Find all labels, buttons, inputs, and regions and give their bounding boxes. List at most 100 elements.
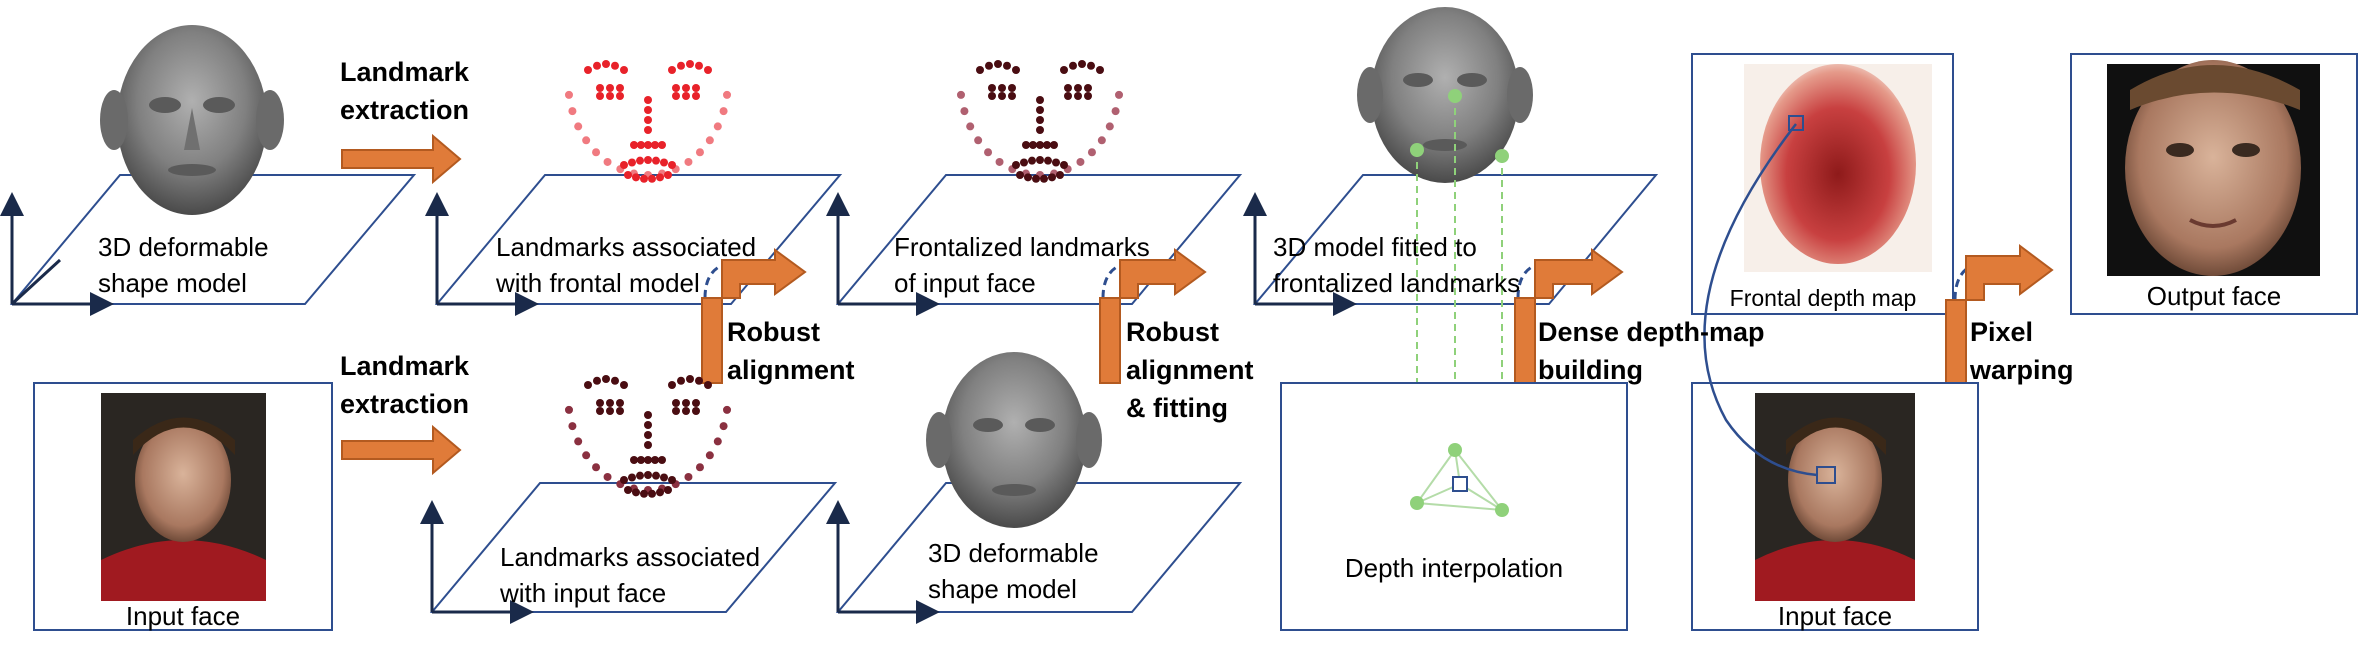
landmark-point (668, 381, 676, 389)
landmark-point (584, 66, 592, 74)
label-dense-depth-map: Dense depth-map building (1538, 313, 1765, 389)
landmark-point (1064, 84, 1072, 92)
landmark-point (644, 411, 652, 419)
landmark-point (682, 92, 690, 100)
landmark-point (596, 407, 604, 415)
plane (835, 482, 1243, 613)
input-landmarks-icon (564, 375, 732, 498)
landmark-point (1029, 141, 1037, 149)
head-mesh-icon (926, 352, 1102, 528)
label-line: 3D deformable (928, 538, 1099, 568)
label-line: Landmark (340, 57, 470, 87)
landmark-point (1032, 174, 1040, 183)
landmark-point (1084, 92, 1092, 100)
landmark-point (602, 60, 610, 68)
depth-projection-lines (1407, 96, 1512, 510)
label-line: frontalized landmarks (1273, 268, 1521, 298)
landmark-point (644, 156, 652, 164)
landmark-point (593, 376, 601, 385)
landmark-point (644, 441, 652, 449)
landmark-point (1008, 92, 1016, 100)
label-line: Landmark (340, 351, 470, 381)
landmark-point (1043, 141, 1051, 149)
landmark-point (644, 141, 652, 149)
landmark-point (1048, 173, 1056, 182)
label-model-fitted: 3D model fitted to frontalized landmarks (1273, 229, 1520, 301)
landmark-point (1060, 66, 1068, 74)
landmark-point (695, 61, 703, 70)
landmark-point (1008, 84, 1016, 92)
stage-model-fitted (1243, 7, 1659, 510)
landmark-point (644, 431, 652, 439)
landmark-point (1096, 66, 1104, 74)
landmark-point (574, 122, 583, 131)
landmark-point (677, 61, 685, 70)
landmark-point (658, 141, 666, 149)
landmark-point (596, 399, 604, 407)
landmark-point (1036, 141, 1044, 149)
landmark-point (1105, 122, 1114, 131)
landmark-point (664, 171, 672, 179)
landmark-point (603, 157, 612, 166)
label-line: Landmarks associated (500, 542, 761, 572)
pixel-correspondence-line (1703, 123, 1818, 477)
landmark-point (1052, 158, 1060, 167)
label-line: with frontal model (496, 268, 700, 298)
head-mesh-icon (100, 25, 284, 215)
landmark-point (1012, 161, 1020, 169)
label-line: & fitting (1126, 393, 1228, 423)
landmark-point (672, 407, 680, 415)
interpolated-pixel-marker (1452, 476, 1468, 492)
landmark-point (640, 174, 648, 183)
landmark-point (668, 161, 676, 169)
label-line: 3D model fitted to (1273, 232, 1477, 262)
landmark-point (632, 173, 640, 182)
landmark-point (686, 375, 694, 383)
landmark-point (705, 451, 714, 460)
plane (429, 482, 838, 613)
landmark-point (616, 92, 624, 100)
landmark-point (644, 456, 652, 464)
landmark-point (713, 122, 722, 131)
landmark-point (606, 399, 614, 407)
landmark-point (660, 158, 668, 167)
landmark-point (723, 90, 732, 99)
landmark-point (652, 156, 660, 165)
label-line: Landmarks associated (496, 232, 757, 262)
landmark-point (644, 421, 652, 429)
landmark-point (568, 422, 577, 431)
landmark-point (644, 116, 652, 124)
input-face-image-left (101, 393, 266, 601)
label-line: with input face (500, 578, 667, 608)
landmark-point (695, 376, 703, 385)
landmark-point (1036, 126, 1044, 134)
landmark-point (603, 472, 612, 481)
label-robust-alignment-fitting: Robust alignment & fitting (1126, 313, 1254, 427)
label-line: shape model (98, 268, 247, 298)
landmark-point (636, 156, 644, 165)
plane (9, 174, 417, 305)
head-mesh-icon (1357, 7, 1533, 183)
landmark-point (695, 463, 704, 472)
landmark-point (1097, 136, 1106, 145)
label-line: Dense depth-map (1538, 317, 1765, 347)
interpolation-triangle (1410, 443, 1509, 517)
landmark-point (640, 489, 648, 498)
label-line: 3D deformable (98, 232, 269, 262)
landmark-point (564, 90, 573, 99)
landmark-point (1028, 156, 1036, 165)
landmark-point (620, 476, 628, 484)
landmark-point (1074, 84, 1082, 92)
landmark-point (1115, 90, 1124, 99)
landmark-point (1410, 143, 1424, 157)
landmark-point (956, 90, 965, 99)
landmark-point (616, 399, 624, 407)
label-landmarks-input: Landmarks associated with input face (500, 539, 760, 611)
landmark-point (628, 158, 636, 167)
label-line: alignment (1126, 355, 1254, 385)
landmark-point (1022, 141, 1030, 149)
landmark-point (606, 84, 614, 92)
landmark-point (677, 376, 685, 385)
landmark-point (624, 171, 632, 179)
depth-map-image (1744, 64, 1932, 272)
